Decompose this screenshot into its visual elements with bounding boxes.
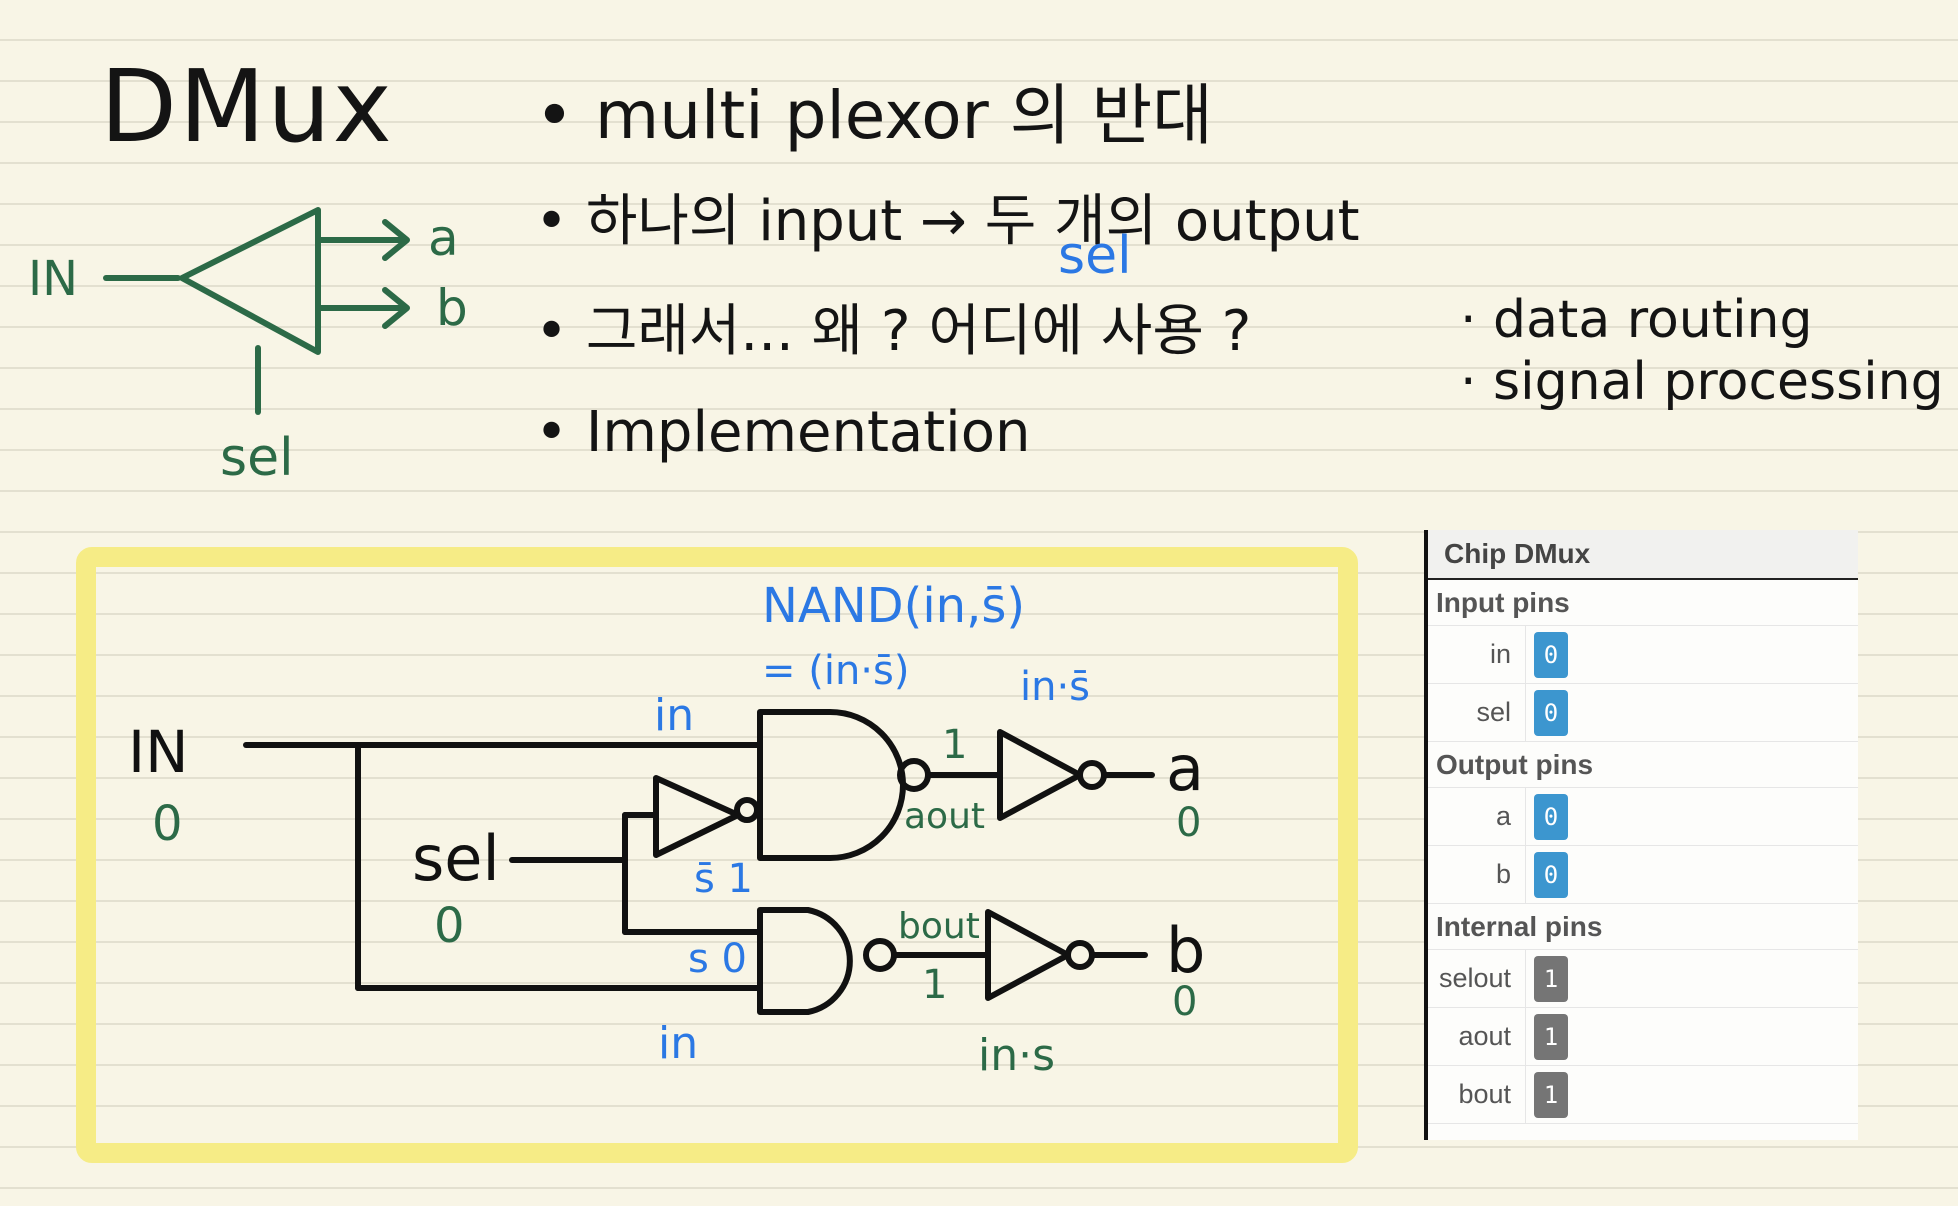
pin-name-b: b (1428, 846, 1526, 903)
pin-value-a: 0 (1534, 793, 1568, 840)
page-title: DMux (100, 48, 394, 165)
nand-note-line1: NAND(in,s̄) (762, 578, 1025, 634)
symbol-triangle (179, 207, 321, 355)
chip-title: Chip DMux (1428, 530, 1858, 580)
a-expression: in·s̄ (1020, 664, 1090, 710)
wire-in-bottom-label: in (658, 1018, 698, 1069)
pin-value-bout: 1 (1534, 1071, 1568, 1118)
symbol-a-label: a (428, 209, 459, 267)
output-pins-title: Output pins (1428, 742, 1858, 788)
not-gate-a-bubble (1077, 760, 1107, 790)
implementation-highlight-box (76, 547, 1358, 1163)
not-gate-sel (653, 775, 741, 858)
sel-wire-label: s 0 (688, 936, 747, 982)
nand-note-line2: = (in·s̄) (762, 648, 909, 694)
pin-value-selout: 1 (1534, 955, 1568, 1002)
nand-gate-b (757, 907, 853, 1015)
not-gate-b (985, 909, 1071, 1001)
symbol-arrow-a-head (382, 219, 410, 261)
aout-value: 1 (942, 722, 967, 768)
use-data-routing: · data routing (1460, 290, 1813, 350)
pin-value-aout: 1 (1534, 1013, 1568, 1060)
pin-value-in-toggle[interactable]: 0 (1534, 631, 1568, 678)
nand-gate-a (757, 709, 906, 861)
bullet-one-input-two-outputs: • 하나의 input → 두 개의 output (535, 189, 1360, 254)
circuit-b-value: 0 (1172, 979, 1197, 1025)
pin-row-a: a 0 (1428, 788, 1858, 846)
circuit-in-value: 0 (152, 796, 183, 852)
not-sel-label: s̄ 1 (694, 856, 753, 902)
not-gate-a (997, 729, 1083, 821)
circuit-in-label: IN (128, 718, 189, 786)
chip-pin-panel: Chip DMux Input pins in 0 sel 0 Output p… (1424, 530, 1858, 1140)
symbol-sel-label: sel (220, 428, 294, 488)
bullet-why-where-used: • 그래서... 왜 ? 어디에 사용 ? (535, 299, 1252, 364)
symbol-b-label: b (436, 279, 468, 337)
bullet-opposite-of-mux: • multi plexor 의 반대 (535, 77, 1213, 154)
not-gate-b-bubble (1065, 940, 1095, 970)
circuit-b-label: b (1166, 914, 1205, 987)
aout-label: aout (904, 796, 985, 837)
bullet-implementation: • Implementation (535, 400, 1031, 465)
pin-row-bout: bout 1 (1428, 1066, 1858, 1124)
circuit-sel-label: sel (412, 822, 500, 895)
pin-name-sel: sel (1428, 684, 1526, 741)
internal-pins-title: Internal pins (1428, 904, 1858, 950)
pin-name-a: a (1428, 788, 1526, 845)
sel-note: sel (1058, 226, 1132, 286)
pin-row-in: in 0 (1428, 626, 1858, 684)
pin-name-bout: bout (1428, 1066, 1526, 1123)
pin-name-aout: aout (1428, 1008, 1526, 1065)
circuit-sel-value: 0 (434, 898, 465, 954)
pin-row-selout: selout 1 (1428, 950, 1858, 1008)
bout-value: 1 (922, 962, 947, 1008)
nand-gate-b-bubble (863, 938, 897, 972)
bout-label: bout (898, 906, 980, 947)
use-signal-processing: · signal processing (1460, 352, 1944, 412)
pin-value-sel-toggle[interactable]: 0 (1534, 689, 1568, 736)
pin-row-sel: sel 0 (1428, 684, 1858, 742)
input-pins-title: Input pins (1428, 580, 1858, 626)
wire-in-top-label: in (654, 690, 694, 741)
symbol-in-label: IN (28, 251, 78, 307)
pin-row-aout: aout 1 (1428, 1008, 1858, 1066)
pin-name-in: in (1428, 626, 1526, 683)
b-expression: in·s (978, 1030, 1055, 1081)
symbol-arrow-b-head (382, 287, 410, 329)
circuit-a-value: 0 (1176, 800, 1201, 846)
pin-value-b: 0 (1534, 851, 1568, 898)
pin-name-selout: selout (1428, 950, 1526, 1007)
pin-row-b: b 0 (1428, 846, 1858, 904)
circuit-a-label: a (1166, 732, 1204, 805)
